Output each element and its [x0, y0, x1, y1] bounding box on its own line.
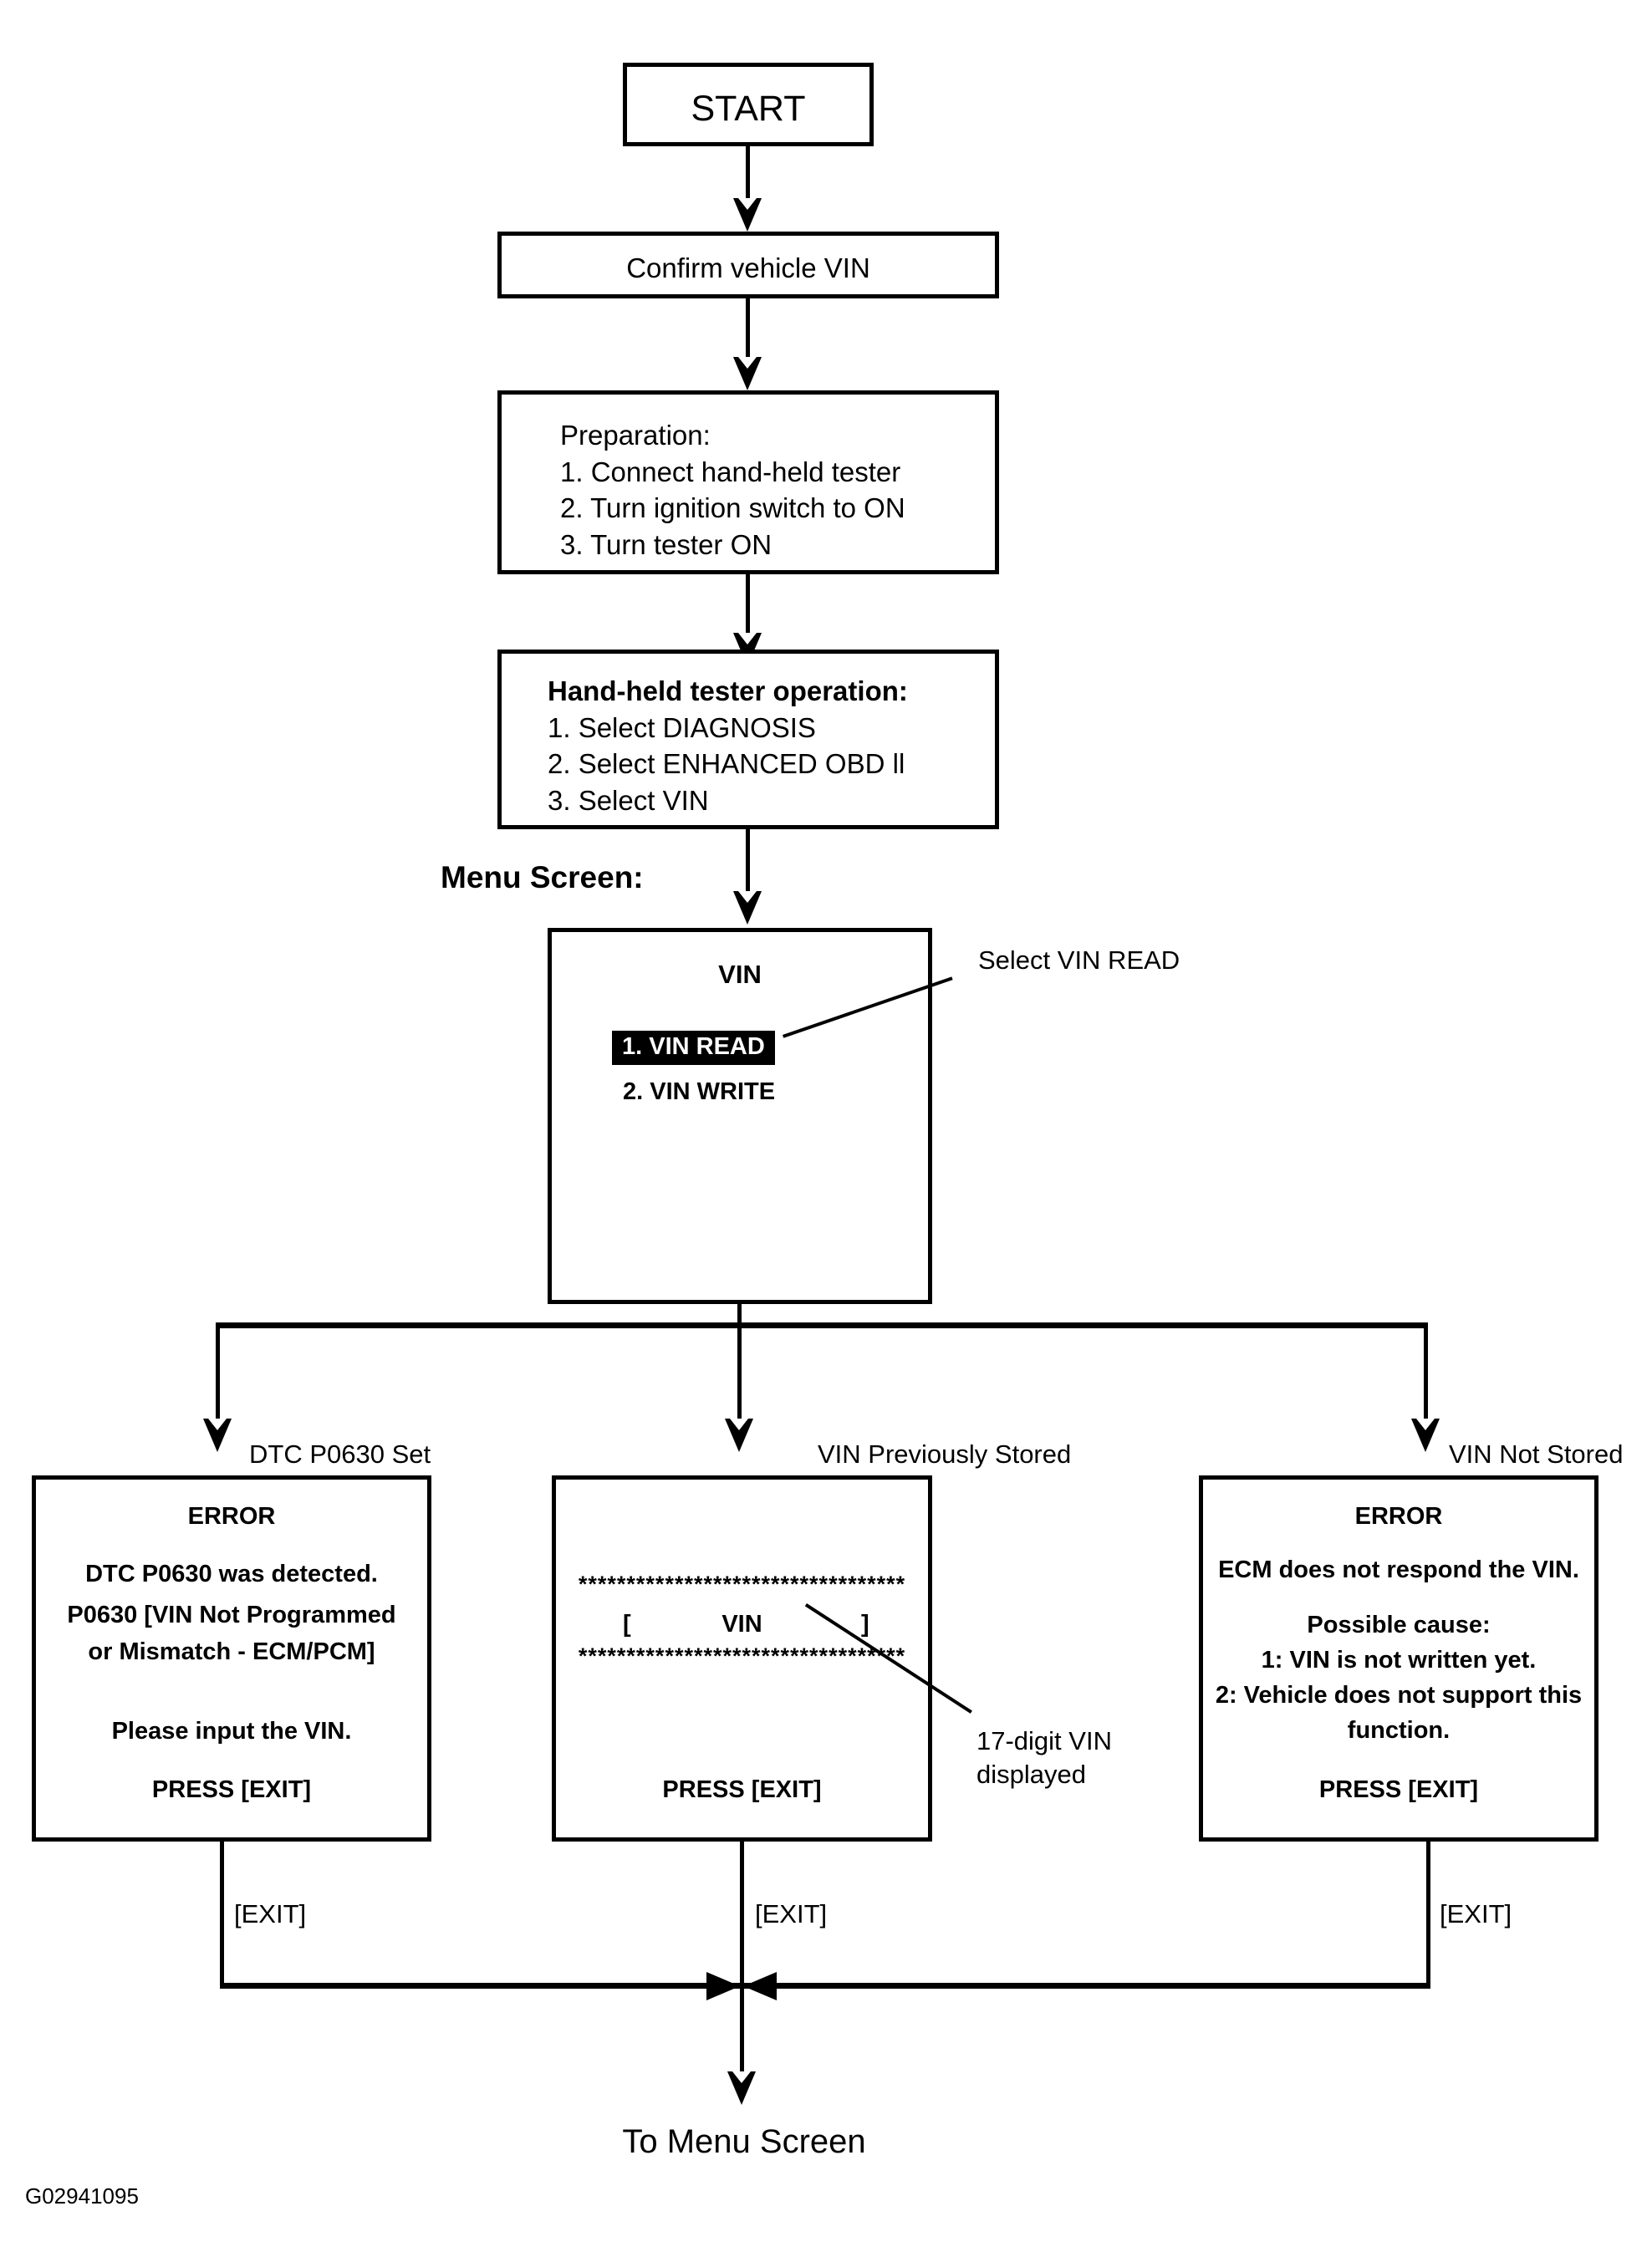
- error-no-vin-line-4: 2: Vehicle does not support this: [1215, 1682, 1583, 1709]
- vin-stored-footer: PRESS [EXIT]: [662, 1776, 822, 1803]
- arrow-merge-from-left: [706, 1972, 740, 2000]
- exit-label-center: [EXIT]: [755, 1899, 828, 1928]
- menu-option-vin-write[interactable]: 2. VIN WRITE: [623, 1078, 775, 1106]
- branch-right-drop: [1424, 1322, 1428, 1423]
- tester-operation-item-1: 1. Select DIAGNOSIS: [548, 711, 816, 743]
- arrow-branch-right: [1411, 1419, 1440, 1452]
- callout-select-vin-read: Select VIN READ: [978, 945, 1180, 975]
- callout-17-digit-vin-line2: displayed: [976, 1760, 1086, 1789]
- end-label: To Menu Screen: [622, 2123, 866, 2160]
- arrow-merge-to-end: [727, 2071, 756, 2105]
- vin-stored-close-bracket: ]: [861, 1611, 869, 1638]
- arrow-branch-center: [725, 1419, 753, 1452]
- figure-id: G02941095: [25, 2183, 139, 2209]
- arrow-tester-to-menu: [733, 891, 762, 925]
- tester-operation-box: Hand-held tester operation: 1. Select DI…: [497, 650, 999, 829]
- menu-option-vin-write-label: 2. VIN WRITE: [623, 1078, 776, 1105]
- branch-label-left: DTC P0630 Set: [249, 1439, 431, 1469]
- branch-split-bar: [216, 1322, 1428, 1328]
- tester-operation-item-2: 2. Select ENHANCED OBD ll: [548, 748, 905, 780]
- vin-menu-screen-box: VIN 1. VIN READ 2. VIN WRITE: [548, 928, 932, 1304]
- menu-option-vin-read-label: 1. VIN READ: [612, 1031, 775, 1065]
- error-no-vin-line-5: function.: [1347, 1717, 1451, 1744]
- error-dtc-screen-box: ERROR DTC P0630 was detected. P0630 [VIN…: [32, 1475, 431, 1842]
- branch-label-center: VIN Previously Stored: [818, 1439, 1072, 1469]
- exit-right-stem: [1426, 1842, 1430, 1989]
- arrow-merge-from-right: [743, 1972, 777, 2000]
- exit-merge-bar: [220, 1983, 1430, 1989]
- error-dtc-line-4: Please input the VIN.: [111, 1718, 352, 1745]
- vin-stored-vin-text: VIN: [721, 1611, 762, 1638]
- exit-label-left: [EXIT]: [234, 1899, 307, 1928]
- error-no-vin-line-3: 1: VIN is not written yet.: [1261, 1647, 1537, 1674]
- error-dtc-footer: PRESS [EXIT]: [151, 1776, 312, 1803]
- preparation-list: Preparation: 1. Connect hand-held tester…: [560, 417, 905, 563]
- error-dtc-line-2: P0630 [VIN Not Programmed: [67, 1602, 396, 1628]
- vin-menu-title: VIN: [718, 960, 762, 989]
- preparation-box: Preparation: 1. Connect hand-held tester…: [497, 390, 999, 574]
- error-dtc-title: ERROR: [187, 1503, 276, 1530]
- menu-screen-caption: Menu Screen:: [441, 860, 644, 894]
- connector-confirm-to-preparation: [746, 298, 750, 364]
- error-no-vin-title: ERROR: [1354, 1503, 1443, 1530]
- menu-option-vin-read[interactable]: 1. VIN READ: [612, 1031, 775, 1065]
- arrow-start-to-confirm: [733, 198, 762, 232]
- tester-operation-list: Hand-held tester operation: 1. Select DI…: [548, 673, 908, 818]
- error-no-vin-line-2: Possible cause:: [1307, 1612, 1491, 1638]
- error-no-vin-screen-box: ERROR ECM does not respond the VIN. Poss…: [1199, 1475, 1598, 1842]
- exit-label-right: [EXIT]: [1440, 1899, 1512, 1928]
- error-dtc-line-3: or Mismatch - ECM/PCM]: [88, 1638, 375, 1665]
- preparation-item-1: 1. Connect hand-held tester: [560, 456, 901, 487]
- exit-left-stem: [220, 1842, 224, 1989]
- confirm-vin-label: Confirm vehicle VIN: [626, 252, 870, 283]
- confirm-vin-box: Confirm vehicle VIN: [497, 232, 999, 298]
- arrow-confirm-to-preparation: [733, 357, 762, 390]
- branch-center-drop: [737, 1322, 742, 1423]
- error-no-vin-line-1: ECM does not respond the VIN.: [1218, 1557, 1579, 1583]
- preparation-item-2: 2. Turn ignition switch to ON: [560, 492, 905, 524]
- start-box: START: [623, 63, 874, 146]
- start-box-label: START: [691, 89, 806, 129]
- error-dtc-line-1: DTC P0630 was detected.: [85, 1561, 378, 1587]
- vin-stored-screen-box: ********************************** [ VIN…: [552, 1475, 932, 1842]
- tester-operation-heading: Hand-held tester operation:: [548, 675, 908, 706]
- preparation-heading: Preparation:: [560, 420, 711, 451]
- callout-17-digit-vin-line1: 17-digit VIN: [976, 1726, 1112, 1755]
- tester-operation-item-3: 3. Select VIN: [548, 784, 709, 816]
- error-no-vin-footer: PRESS [EXIT]: [1318, 1776, 1479, 1803]
- branch-label-right: VIN Not Stored: [1449, 1439, 1624, 1469]
- vin-stored-open-bracket: [: [623, 1611, 631, 1638]
- connector-menu-to-split: [737, 1304, 742, 1327]
- connector-tester-to-menu: [746, 829, 750, 896]
- connector-start-to-confirm: [746, 146, 750, 205]
- vin-stored-stars-bottom: **********************************: [578, 1643, 906, 1669]
- connector-merge-to-end: [740, 1983, 744, 2079]
- exit-center-stem: [740, 1842, 744, 1989]
- connector-preparation-to-tester: [746, 574, 750, 641]
- arrow-branch-left: [203, 1419, 232, 1452]
- preparation-item-3: 3. Turn tester ON: [560, 528, 772, 560]
- branch-left-drop: [216, 1322, 220, 1423]
- vin-stored-stars-top: **********************************: [578, 1572, 906, 1597]
